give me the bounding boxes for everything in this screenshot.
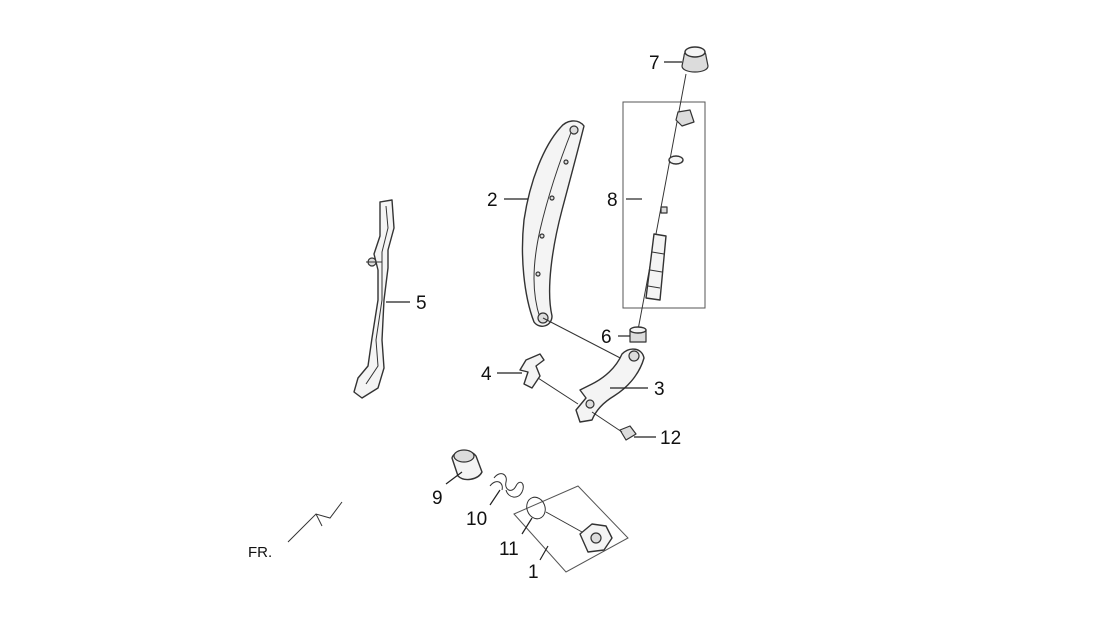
kit-box-part-1 [513,485,629,573]
callout-7: 7 [649,53,660,74]
chain-guide-part-5 [353,199,395,399]
leader-lines [386,61,682,561]
bracket-part-3 [575,348,645,423]
bolt-part-12 [591,411,637,441]
callout-2: 2 [487,190,498,211]
callout-8: 8 [607,190,618,211]
callout-10: 10 [466,509,487,530]
sleeve-part-6 [629,326,647,343]
callout-labels: 1 2 3 4 5 6 7 8 9 10 11 12 [416,53,681,583]
tensioner-kit-parts-8 [637,73,695,331]
cap-part-7 [681,46,709,73]
callout-1: 1 [528,562,539,583]
assembly-line-2-3 [542,317,629,363]
o-ring-part-11 [526,496,583,533]
callout-3: 3 [654,379,665,400]
callout-9: 9 [432,488,443,509]
callout-12: 12 [660,428,681,449]
kit-box-part-8 [622,101,706,309]
nut-part-1 [579,523,613,553]
plunger-part-9 [451,449,483,481]
callout-11: 11 [499,539,519,560]
front-direction-arrow [287,501,343,543]
callout-5: 5 [416,293,427,314]
callout-6: 6 [601,327,612,348]
clip-part-4 [519,353,579,405]
front-direction-label: FR. [248,544,272,561]
callout-4: 4 [481,364,492,385]
tensioner-arm-part-2 [521,120,585,327]
spring-part-10 [489,473,524,498]
